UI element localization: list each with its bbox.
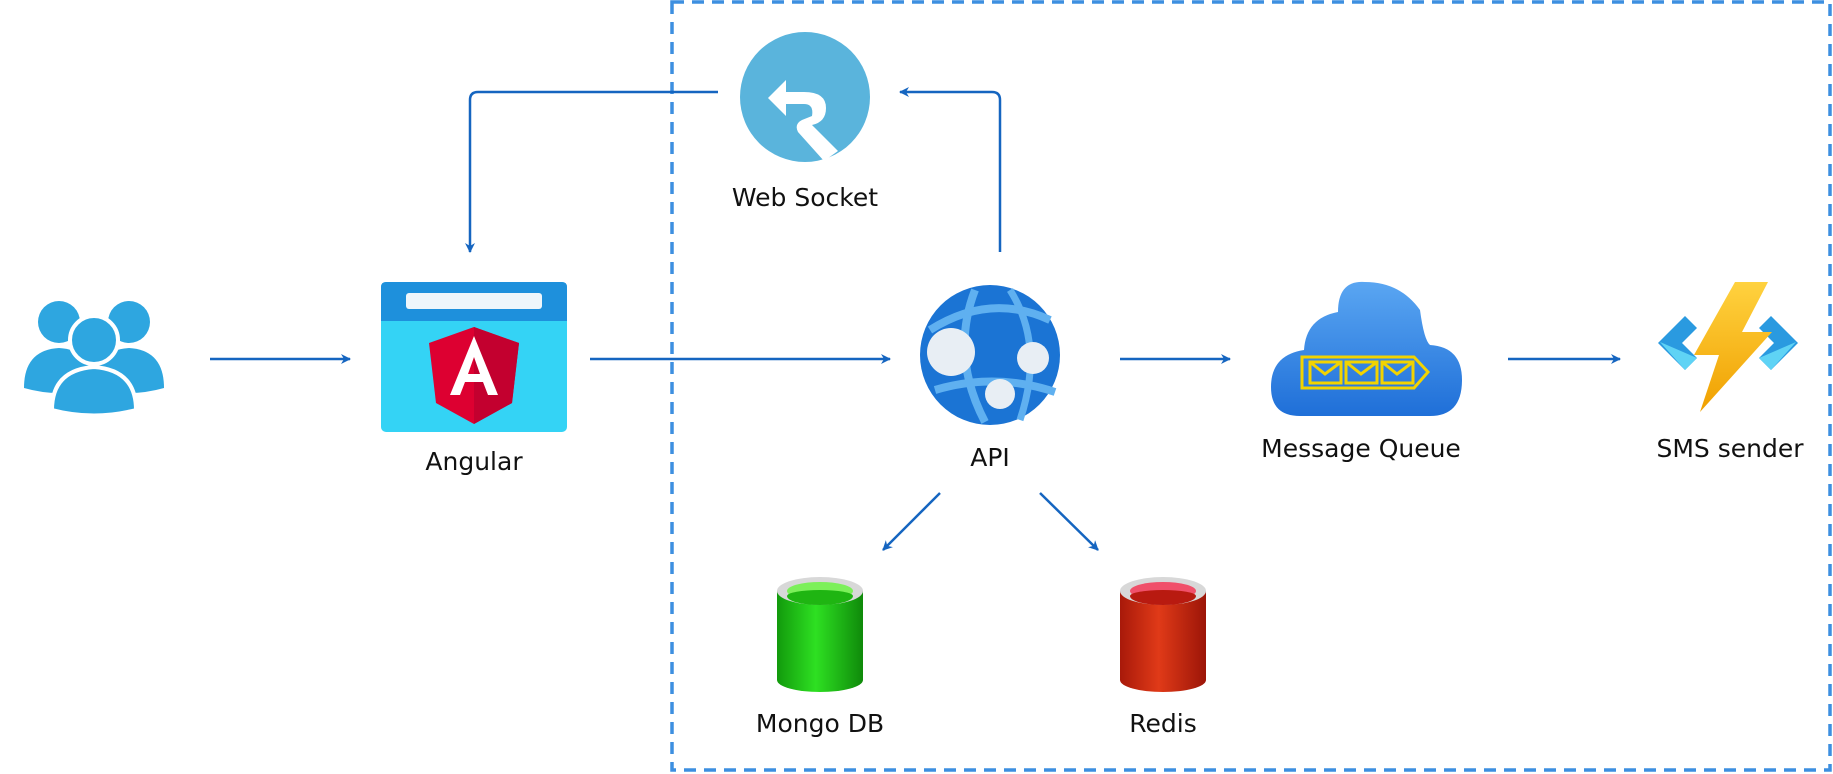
backend-boundary — [670, 0, 1832, 772]
angular-label: Angular — [425, 447, 523, 476]
arrow-api-to-mongo — [882, 492, 941, 551]
sms-sender-label: SMS sender — [1656, 434, 1804, 463]
users-icon — [24, 301, 164, 418]
redis-label: Redis — [1129, 709, 1196, 738]
arrow-websocket-to-angular — [465, 90, 718, 253]
arrow-api-to-redis — [1039, 492, 1099, 551]
database-cylinder-icon — [1120, 577, 1206, 692]
function-lightning-icon — [1658, 282, 1798, 412]
web-socket-icon — [740, 32, 870, 162]
angular-app-icon — [381, 282, 567, 432]
api-web-app-icon — [920, 285, 1060, 425]
database-cylinder-icon — [777, 577, 863, 692]
arrow-api-to-websocket — [899, 87, 1002, 252]
message-queue-cloud-icon — [1271, 281, 1462, 416]
api-label: API — [970, 443, 1010, 472]
connectors — [210, 87, 1621, 551]
message-queue-label: Message Queue — [1261, 434, 1461, 463]
web-socket-label: Web Socket — [732, 183, 878, 212]
mongo-db-label: Mongo DB — [756, 709, 884, 738]
